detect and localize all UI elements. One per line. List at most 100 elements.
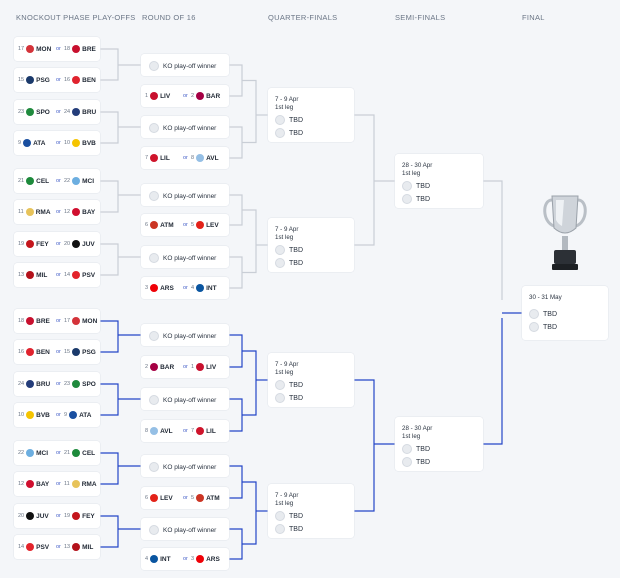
ko-winner-slot[interactable]: KO play-off winner (141, 184, 229, 206)
placeholder-crest-icon (275, 524, 285, 534)
ko-winner-slot[interactable]: KO play-off winner (141, 54, 229, 76)
club-crest-icon (26, 240, 35, 248)
club-crest-icon (72, 177, 81, 185)
team-code: BVB (82, 139, 96, 147)
ko-winner-text: KO play-off winner (163, 254, 217, 262)
club-crest-icon (26, 45, 35, 53)
tbd-text: TBD (543, 323, 557, 331)
ko-winner-slot[interactable]: KO play-off winner (141, 518, 229, 540)
club-crest-icon (72, 240, 81, 248)
ko-winner-slot[interactable]: KO play-off winner (141, 246, 229, 268)
ko-winner-label: KO play-off winner (149, 253, 216, 263)
ko-winner-slot[interactable]: KO play-off winner (141, 388, 229, 410)
club-crest-icon (150, 284, 159, 292)
club-crest-icon (72, 317, 81, 325)
ko-winner-slot[interactable]: KO play-off winner (141, 455, 229, 477)
ko-winner-slot[interactable]: KO play-off winner (141, 324, 229, 346)
bracket-connector (100, 515, 119, 548)
ko-winner-slot[interactable]: KO play-off winner (141, 116, 229, 138)
club-crest-icon (150, 555, 159, 563)
